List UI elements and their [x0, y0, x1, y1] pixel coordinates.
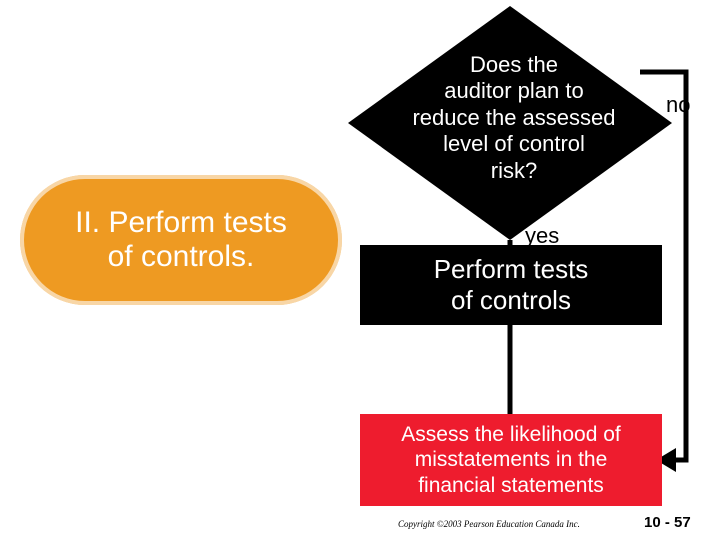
- phase-pill: II. Perform tests of controls.: [20, 175, 342, 305]
- assess-likelihood-box: Assess the likelihood of misstatements i…: [360, 414, 662, 506]
- perform-tests-text: Perform tests of controls: [433, 253, 589, 315]
- yes-branch-label: yes: [525, 223, 560, 248]
- phase-pill-text: II. Perform tests of controls.: [75, 206, 287, 273]
- no-branch-connector: [640, 69, 689, 463]
- perform-tests-box: Perform tests of controls: [360, 245, 662, 325]
- decision-diamond: [348, 6, 672, 240]
- copyright-notice: Copyright ©2003 Pearson Education Canada…: [398, 519, 580, 529]
- no-branch-label: no: [666, 92, 691, 117]
- slide-number: 10 - 57: [644, 514, 691, 531]
- no-branch-arrowhead: [656, 448, 676, 472]
- assess-likelihood-text: Assess the likelihood of misstatements i…: [401, 423, 621, 497]
- decision-question: Does the auditor plan to reduce the asse…: [412, 52, 616, 183]
